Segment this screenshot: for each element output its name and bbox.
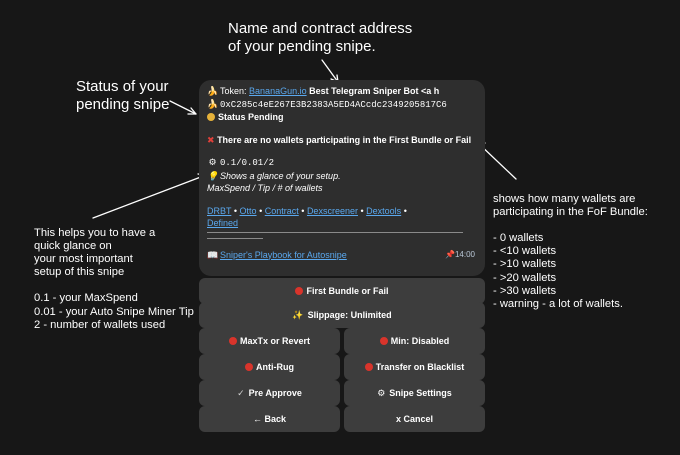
setup-hint-line: 💡Shows a glance of your setup.	[207, 170, 341, 181]
playbook-link[interactable]: Sniper's Playbook for Autosnipe	[220, 249, 347, 260]
link-drbt[interactable]: DRBT	[207, 205, 232, 216]
pin-icon: 📌	[445, 249, 455, 259]
maxtx-button[interactable]: MaxTx or Revert	[199, 328, 340, 354]
annotation-setup-glance: This helps you to have a quick glance on…	[34, 227, 194, 331]
book-icon: 📖	[207, 249, 219, 260]
status-line: Status Pending	[207, 111, 477, 124]
gear-icon: ⚙	[208, 157, 217, 167]
banana-icon: 🍌	[207, 86, 219, 96]
setup-legend: MaxSpend / Tip / # of wallets	[207, 183, 323, 193]
sparkles-icon: ✨	[292, 309, 304, 320]
contract-address[interactable]: 0xC285c4eE267E3B2383A5ED4ACcdc2349205817…	[220, 99, 447, 110]
links-line-2: Defined	[207, 217, 477, 230]
anti-rug-button[interactable]: Anti-Rug	[199, 354, 340, 380]
red-circle-icon	[379, 337, 388, 345]
arrow-to-token	[321, 59, 339, 83]
annotation-bundle-wallets: shows how many wallets are participating…	[493, 193, 648, 310]
snipe-settings-button[interactable]: ⚙Snipe Settings	[344, 380, 485, 406]
separator-line-short	[207, 237, 263, 239]
token-name: Best Telegram Sniper Bot <a h	[309, 86, 440, 96]
separator-line	[207, 231, 463, 233]
first-bundle-button[interactable]: First Bundle or Fail	[199, 278, 485, 304]
red-circle-icon	[228, 337, 237, 345]
red-circle-icon	[295, 287, 304, 295]
link-otto[interactable]: Otto	[239, 205, 257, 216]
banana-icon: 🍌	[207, 98, 219, 109]
token-line: 🍌Token: BananaGun.io Best Telegram Snipe…	[207, 86, 440, 96]
link-dextools[interactable]: Dextools	[366, 205, 402, 216]
lightbulb-icon: 💡	[207, 170, 219, 181]
gear-icon: ⚙	[377, 387, 386, 398]
red-circle-icon	[364, 363, 373, 371]
setup-values: 0.1/0.01/2	[220, 158, 275, 168]
red-circle-icon	[245, 363, 253, 371]
cancel-button[interactable]: x Cancel	[344, 406, 485, 432]
contract-line: 🍌0xC285c4eE267E3B2383A5ED4ACcdc234920581…	[207, 98, 477, 112]
arrow-to-setup	[92, 173, 207, 219]
back-button[interactable]: ← Back	[199, 406, 340, 432]
pre-approve-button[interactable]: ✓Pre Approve	[199, 380, 340, 406]
link-dexscreener[interactable]: Dexscreener	[306, 205, 358, 216]
link-contract[interactable]: Contract	[264, 205, 299, 216]
token-link[interactable]: BananaGun.io	[249, 86, 307, 96]
footer-line: 📖Sniper's Playbook for Autosnipe 📌14:00	[207, 249, 477, 262]
checkmark-icon: ✓	[237, 387, 245, 398]
yellow-circle-icon	[207, 113, 215, 121]
annotation-name-contract: Name and contract address of your pendin…	[228, 20, 413, 55]
min-button[interactable]: Min: Disabled	[344, 328, 485, 354]
slippage-button[interactable]: ✨Slippage: Unlimited	[199, 302, 485, 328]
arrow-to-status	[169, 100, 197, 115]
message-time: 📌14:00	[445, 249, 475, 259]
link-defined[interactable]: Defined	[207, 218, 239, 228]
bundle-warning: ✖ There are no wallets participating in …	[207, 134, 472, 145]
links-line: DRBT • Otto • Contract • Dexscreener • D…	[207, 205, 407, 216]
message-bubble: 🍌Token: BananaGun.io Best Telegram Snipe…	[199, 80, 485, 276]
annotation-status: Status of your pending snipe	[76, 78, 170, 113]
status-text: Status Pending	[218, 112, 284, 122]
transfer-blacklist-button[interactable]: Transfer on Blacklist	[344, 354, 485, 380]
red-x-icon: ✖	[207, 134, 215, 145]
setup-line: ⚙0.1/0.01/2	[207, 156, 477, 170]
